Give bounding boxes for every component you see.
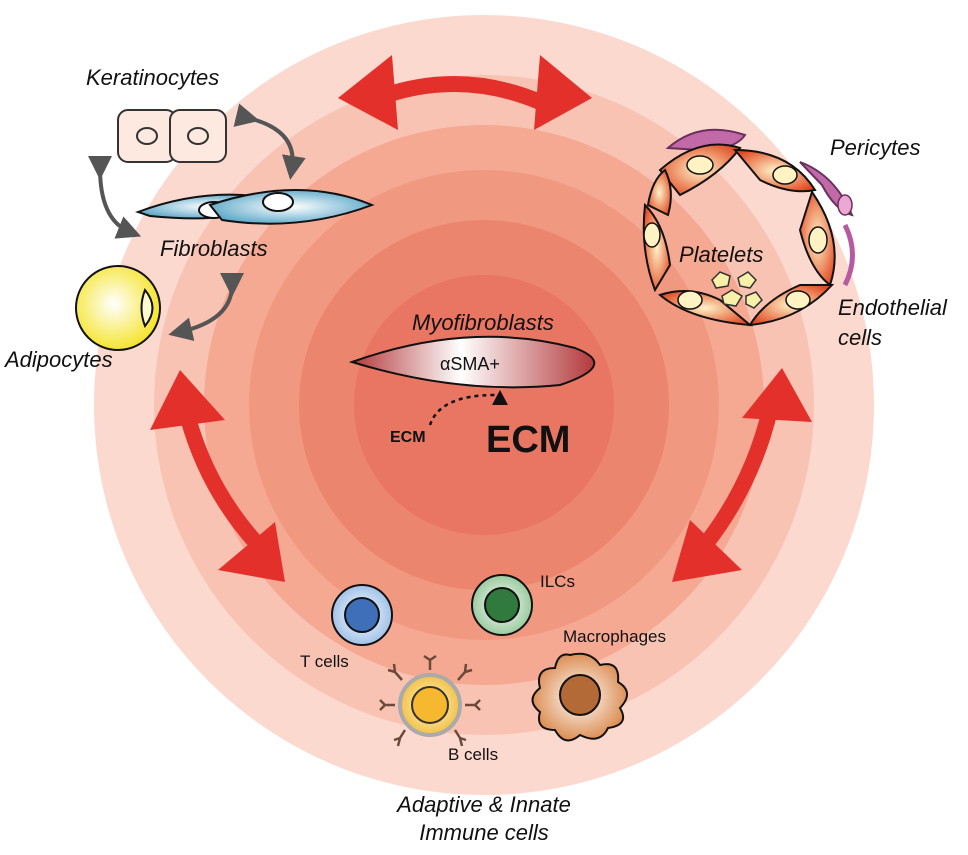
endothelial-label-line1: Endothelial — [838, 295, 948, 320]
arrow-head-icon — [492, 390, 508, 405]
ring-core — [354, 275, 614, 535]
fibroblasts-label: Fibroblasts — [160, 236, 268, 261]
macrophages-label: Macrophages — [563, 627, 666, 646]
platelet-icon — [711, 271, 731, 289]
double-arrow-icon — [338, 55, 592, 130]
myofibroblast-cell — [348, 335, 596, 389]
pericytes-label: Pericytes — [830, 135, 920, 160]
t-cell — [331, 584, 393, 646]
adipocyte — [75, 265, 161, 351]
double-arrow-icon — [150, 370, 285, 582]
keratinocytes-label: Keratinocytes — [86, 65, 219, 90]
ecm-dashed-arrow — [428, 393, 496, 426]
ilc — [471, 574, 533, 636]
keratinocytes — [117, 109, 227, 163]
platelet-icon — [721, 289, 744, 307]
myofibroblasts-label: Myofibroblasts — [412, 310, 554, 335]
cell-icon — [348, 335, 596, 389]
adipocytes-label: Adipocytes — [3, 347, 113, 372]
asma-label: αSMA+ — [440, 354, 500, 374]
endothelial-label-line2: cells — [838, 325, 882, 350]
macrophage — [531, 652, 628, 742]
platelet-icon — [745, 291, 763, 309]
gray-exchange-arrows — [87, 103, 306, 341]
double-arrow-icon — [672, 368, 812, 582]
platelets-label: Platelets — [679, 242, 763, 267]
ilcs-label: ILCs — [540, 572, 575, 591]
cell-icon — [75, 265, 161, 351]
platelet-icon — [737, 271, 757, 289]
blood-vessel-icon — [642, 128, 855, 327]
fibroblasts — [135, 189, 375, 225]
ecm-small-label: ECM — [390, 429, 426, 446]
immune-label-line1: Adaptive & Innate — [395, 792, 571, 817]
red-double-arrows — [150, 55, 812, 582]
b-cell — [379, 654, 481, 747]
immune-label-line2: Immune cells — [419, 820, 549, 845]
t-cells-label: T cells — [300, 652, 349, 671]
platelets — [711, 271, 763, 309]
b-cells-label: B cells — [448, 745, 498, 764]
ecm-large-label: ECM — [486, 419, 570, 461]
